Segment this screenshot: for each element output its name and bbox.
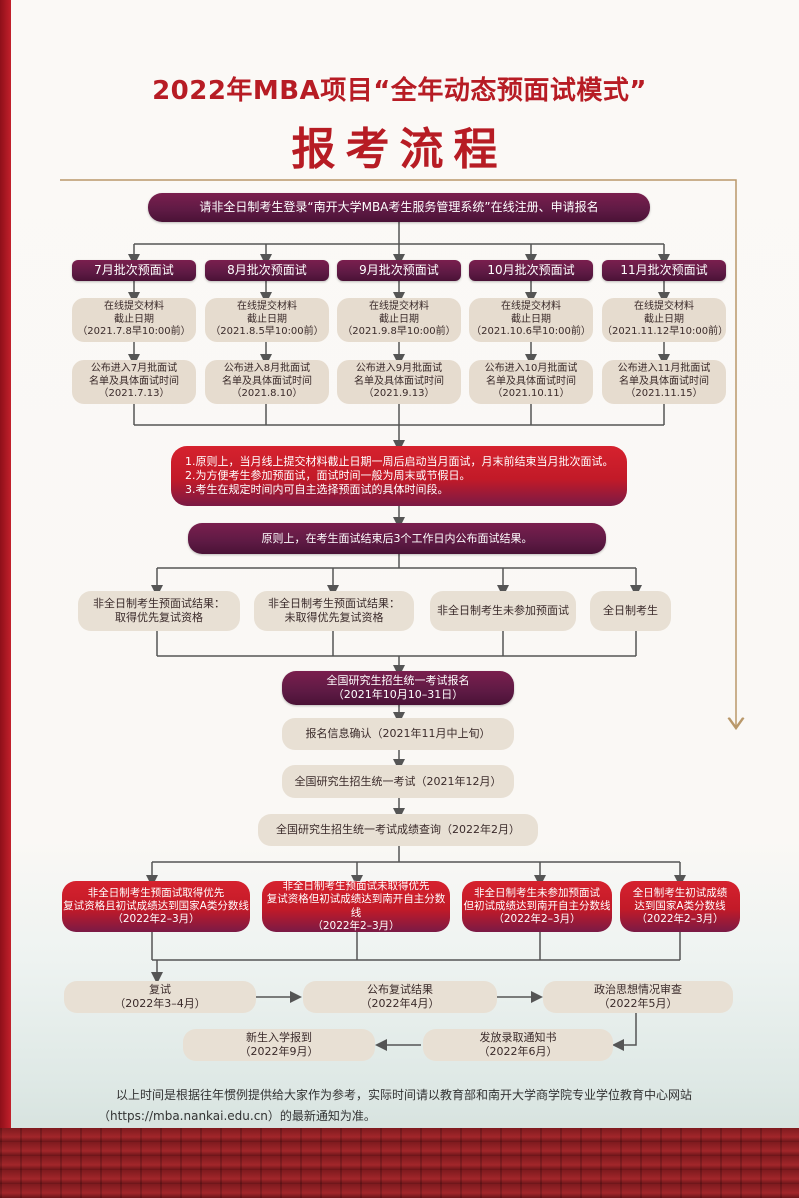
batch-july-label: 7月批次预面试	[72, 260, 196, 281]
admission-notice-step: 发放录取通知书 （2022年6月）	[423, 1029, 613, 1061]
qualification-b-nankai-line: 非全日制考生预面试未取得优先 复试资格但初试成绩达到南开自主分数线 （2022年…	[262, 880, 450, 932]
batch-september-label: 9月批次预面试	[337, 260, 461, 281]
batch-october-label: 10月批次预面试	[469, 260, 593, 281]
footer-note: 以上时间是根据往年惯例提供给大家作为参考，实际时间请以教育部和南开大学商学院专业…	[98, 1088, 693, 1123]
batch-september-announce: 公布进入9月批面试 名单及具体面试时间 （2021.9.13）	[337, 360, 461, 404]
batch-july-announce: 公布进入7月批面试 名单及具体面试时间 （2021.7.13）	[72, 360, 196, 404]
national-exam: 全国研究生招生统一考试（2021年12月）	[282, 765, 514, 798]
category-priority-qualified: 非全日制考生预面试结果： 取得优先复试资格	[78, 591, 240, 631]
political-review-step: 政治思想情况审查 （2022年5月）	[543, 981, 733, 1013]
batch-august-label: 8月批次预面试	[205, 260, 329, 281]
result-notice-box: 原则上，在考生面试结束后3个工作日内公布面试结果。	[188, 523, 606, 554]
batch-november-label: 11月批次预面试	[602, 260, 726, 281]
qualification-a-priority: 非全日制考生预面试取得优先 复试资格且初试成绩达到国家A类分数线 （2022年2…	[62, 881, 250, 932]
batch-august-announce: 公布进入8月批面试 名单及具体面试时间 （2021.8.10）	[205, 360, 329, 404]
batch-july-submit-deadline: 在线提交材料 截止日期 （2021.7.8早10:00前）	[72, 298, 196, 342]
left-accent-bar	[0, 0, 11, 1198]
retest-step: 复试 （2022年3–4月）	[64, 981, 256, 1013]
batch-november-submit-deadline: 在线提交材料 截止日期 （2021.11.12早10:00前）	[602, 298, 728, 342]
batch-november-announce: 公布进入11月批面试 名单及具体面试时间 （2021.11.15）	[602, 360, 726, 404]
score-inquiry: 全国研究生招生统一考试成绩查询（2022年2月）	[258, 814, 538, 846]
category-full-time: 全日制考生	[590, 591, 671, 631]
qualification-c-no-preinterview: 非全日制考生未参加预面试 但初试成绩达到南开自主分数线 （2022年2–3月）	[462, 881, 612, 932]
batch-september-submit-deadline: 在线提交材料 截止日期 （2021.9.8早10:00前）	[337, 298, 461, 342]
online-registration-box: 请非全日制考生登录“南开大学MBA考生服务管理系统”在线注册、申请报名	[148, 193, 650, 222]
enrollment-step: 新生入学报到 （2022年9月）	[183, 1029, 375, 1061]
interview-principles-box: 1.原则上，当月线上提交材料截止日期一周后启动当月面试，月末前结束当月批次面试。…	[171, 446, 627, 506]
category-no-preinterview: 非全日制考生未参加预面试	[430, 591, 576, 631]
qualification-d-full-time: 全日制考生初试成绩 达到国家A类分数线 （2022年2–3月）	[620, 881, 740, 932]
batch-october-announce: 公布进入10月批面试 名单及具体面试时间 （2021.10.11）	[469, 360, 593, 404]
page-subtitle: 报考流程	[291, 124, 508, 175]
category-not-priority-qualified: 非全日制考生预面试结果： 未取得优先复试资格	[254, 591, 414, 631]
batch-october-submit-deadline: 在线提交材料 截止日期 （2021.10.6早10:00前）	[469, 298, 593, 342]
publish-results-step: 公布复试结果 （2022年4月）	[303, 981, 497, 1013]
registration-confirmation: 报名信息确认（2021年11月中上旬）	[282, 718, 514, 750]
batch-august-submit-deadline: 在线提交材料 截止日期 （2021.8.5早10:00前）	[205, 298, 329, 342]
national-exam-registration: 全国研究生招生统一考试报名 （2021年10月10–31日）	[282, 671, 514, 705]
page-title: 2022年MBA项目“全年动态预面试模式”	[152, 76, 647, 106]
roof-tiles-decoration	[0, 1128, 799, 1198]
